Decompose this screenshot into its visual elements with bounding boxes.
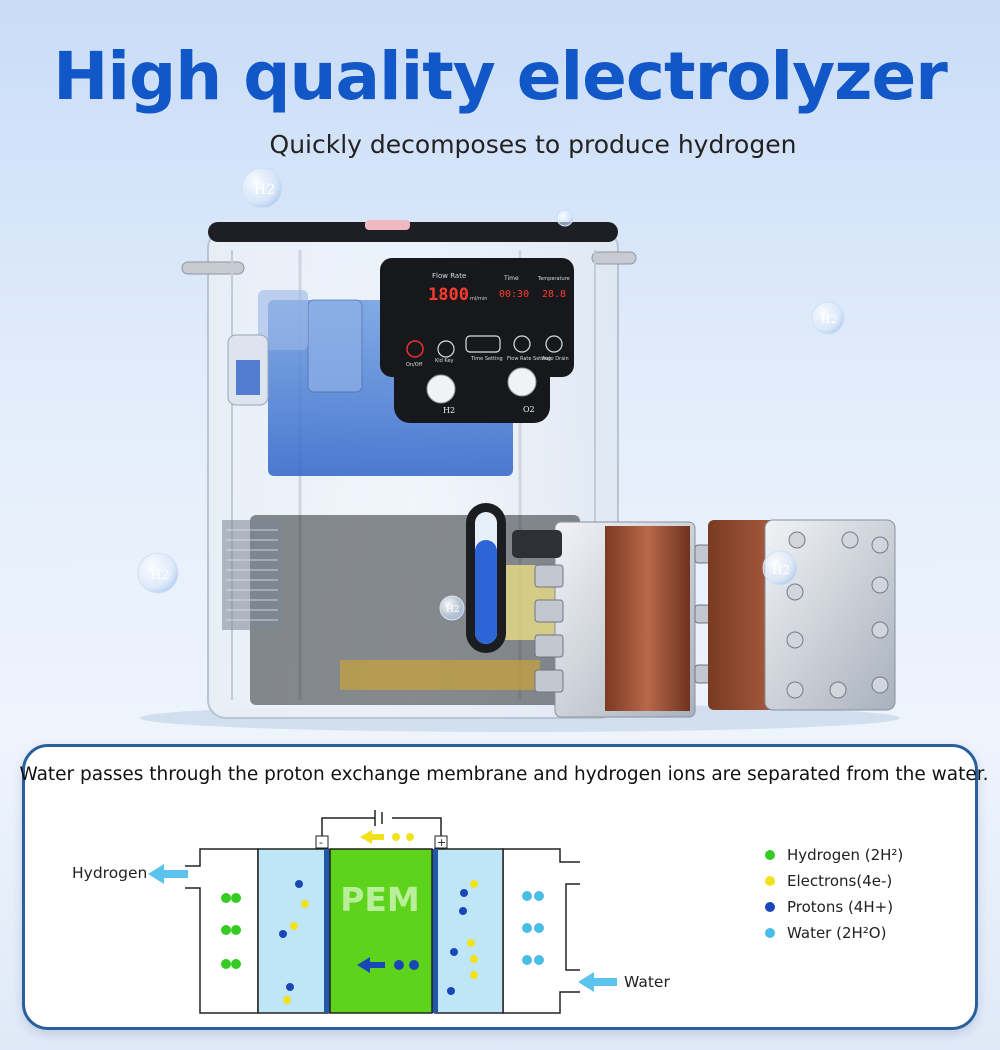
proton-dot-icon bbox=[765, 902, 775, 912]
svg-text:H2: H2 bbox=[821, 313, 838, 326]
h2-bubble: H2 bbox=[811, 301, 845, 335]
auto-drain-button[interactable] bbox=[545, 335, 563, 353]
h2-bubble: H2 bbox=[439, 595, 465, 621]
anode-chamber bbox=[434, 848, 504, 1014]
flow-setting-button[interactable] bbox=[513, 335, 531, 353]
h2-outlet-label: H2 bbox=[443, 406, 455, 415]
temperature-label: Temperature bbox=[537, 276, 570, 282]
legend: Hydrogen (2H²) Electrons(4e-) Protons (4… bbox=[765, 842, 903, 946]
power-button[interactable] bbox=[406, 340, 424, 358]
svg-text:H2: H2 bbox=[150, 568, 170, 583]
hydrogen-label: Hydrogen bbox=[72, 864, 148, 882]
kid-key-button[interactable] bbox=[437, 340, 455, 358]
svg-text:H2: H2 bbox=[772, 563, 790, 577]
page-subtitle: Quickly decomposes to produce hydrogen bbox=[269, 130, 797, 159]
pem-label: PEM bbox=[340, 880, 420, 919]
auto-drain-label: Auto Drain bbox=[542, 356, 569, 362]
negative-terminal-label: - bbox=[319, 836, 323, 849]
page-title: High quality electrolyzer bbox=[53, 38, 948, 115]
negative-terminal bbox=[315, 835, 329, 849]
pem-membrane bbox=[329, 848, 433, 1014]
legend-item-hydrogen: Hydrogen (2H²) bbox=[765, 842, 903, 868]
time-label: Time bbox=[503, 275, 519, 282]
h2-bubble: H2 bbox=[137, 552, 179, 594]
time-setting-button[interactable] bbox=[465, 335, 501, 353]
water-label: Water bbox=[624, 973, 670, 991]
water-in-arrow bbox=[578, 972, 617, 992]
flow-rate-value: 1800 bbox=[428, 285, 469, 305]
flow-rate-label: Flow Rate bbox=[432, 272, 466, 280]
time-setting-label: Time Setting bbox=[470, 356, 503, 362]
o2-outlet bbox=[507, 367, 537, 397]
o2-outlet-label: O2 bbox=[523, 405, 535, 414]
electron-arrow bbox=[360, 830, 384, 844]
h2-bubble bbox=[556, 209, 574, 227]
legend-item-protons: Protons (4H+) bbox=[765, 894, 903, 920]
hydrogen-out-arrow bbox=[148, 864, 188, 884]
electrolyzer-illustration: Flow Rate 1800 ml/min Time 00:30 Tempera… bbox=[137, 167, 900, 732]
time-value: 00:30 bbox=[499, 289, 529, 300]
kid-key-label: Kid Key bbox=[435, 358, 454, 364]
onoff-label: On/Off bbox=[406, 362, 423, 368]
electron-dot-icon bbox=[765, 876, 775, 886]
panel-caption: Water passes through the proton exchange… bbox=[19, 764, 989, 785]
hydrogen-dot-icon bbox=[765, 850, 775, 860]
svg-text:H2: H2 bbox=[254, 182, 275, 198]
svg-text:H2: H2 bbox=[446, 605, 460, 615]
positive-terminal bbox=[434, 835, 448, 849]
flow-rate-unit: ml/min bbox=[470, 296, 487, 302]
flow-setting-label: Flow Rate Setting bbox=[507, 356, 551, 362]
h2-outlet bbox=[426, 374, 456, 404]
positive-terminal-label: + bbox=[437, 836, 446, 849]
legend-item-electrons: Electrons(4e-) bbox=[765, 868, 903, 894]
water-dot-icon bbox=[765, 928, 775, 938]
legend-item-water: Water (2H²O) bbox=[765, 920, 903, 946]
temperature-value: 28.8 bbox=[542, 289, 566, 300]
proton-arrow bbox=[357, 957, 385, 973]
h2-bubble: H2 bbox=[241, 167, 283, 209]
h2-bubble: H2 bbox=[762, 550, 798, 586]
